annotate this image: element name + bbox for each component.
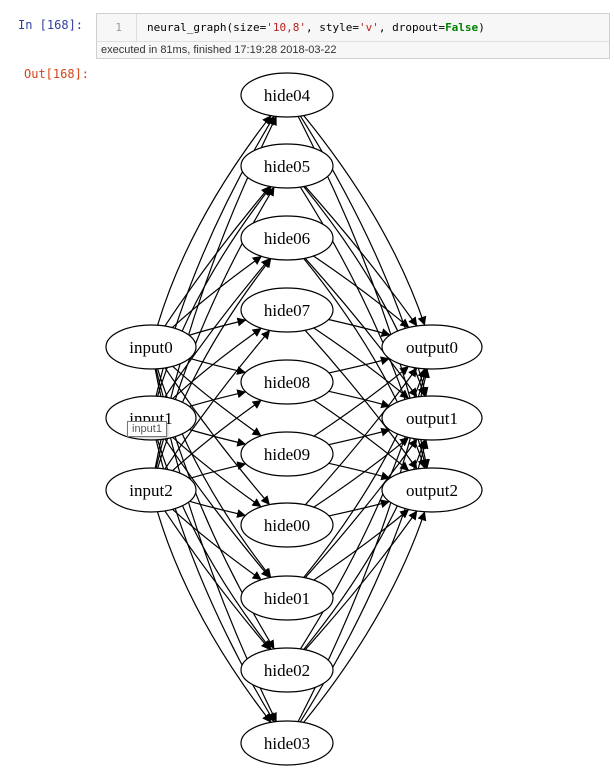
code-dropout-arg: False [445,21,479,34]
node-hide08-label: hide08 [264,373,310,392]
edge-hide01-output2 [313,509,410,581]
edge-input2-hide02 [164,510,271,650]
edge-input2-hide08 [172,399,262,472]
edge-input2-hide03 [156,511,272,723]
node-hide06-label: hide06 [264,229,310,248]
node-input2[interactable]: input2 [105,467,197,513]
node-hide05-shape [240,143,334,189]
edge-input1-hide06 [164,258,271,398]
edge-hide00-output2 [328,499,390,517]
code-close: ) [478,21,485,34]
node-output1-shape [381,395,483,441]
node-hide04-shape [240,72,334,118]
node-hide02[interactable]: hide02 [240,647,334,693]
execution-info: executed in 81ms, finished 17:19:28 2018… [101,44,337,56]
line-number: 1 [97,14,137,41]
edge-input0-hide05 [164,186,271,327]
edge-input2-hide07 [164,330,271,470]
output-prompt: Out[168]: [24,67,90,81]
node-hide09-label: hide09 [264,445,310,464]
edge-hide04-output0 [303,115,427,326]
node-hide01-shape [240,575,334,621]
edge-hide02-output2 [304,510,418,651]
edge-input1-hide09 [189,428,247,447]
node-hide04-label: hide04 [264,86,311,105]
node-output1[interactable]: output1 [381,395,483,441]
node-hide03[interactable]: hide03 [240,720,334,766]
edge-hide09-output0 [313,365,409,437]
edge-hide01-output0 [303,368,427,578]
edge-input1-hide02 [157,439,272,650]
edge-input1-hide05 [157,186,272,397]
node-hide07-shape [240,287,334,333]
node-input2-shape [105,467,197,513]
node-hide01-label: hide01 [264,589,310,608]
edge-input0-hide07 [188,317,247,336]
edge-input1-hide07 [172,327,262,400]
node-hide09-shape [240,431,334,477]
node-hide06-shape [240,215,334,261]
node-hide03-label: hide03 [264,734,310,753]
node-hide08-shape [240,359,334,405]
edge-hide09-output2 [328,462,391,481]
edge-input0-hide06 [171,255,262,329]
edge-hide08-output1 [328,390,391,409]
node-output2-shape [381,467,483,513]
node-output0-shape [381,324,483,370]
code-sep1: , style= [305,21,359,34]
node-hide02-label: hide02 [264,661,310,680]
node-hide09[interactable]: hide09 [240,431,334,477]
code-size-arg: '10,8' [266,21,306,34]
node-output0-label: output0 [406,338,458,357]
neural-network-graph: input0 input1 input2 hide04 hide05 hide06 hide… [105,72,483,766]
node-hide01[interactable]: hide01 [240,575,334,621]
code-style-arg: 'v' [358,21,379,34]
node-hide08[interactable]: hide08 [240,359,334,405]
node-hide00[interactable]: hide00 [240,502,334,548]
edge-input2-hide00 [189,500,247,518]
edge-hide03-output2 [303,511,427,723]
edge-input2-hide09 [189,461,247,480]
node-hide04[interactable]: hide04 [240,72,334,118]
edge-input2-hide01 [172,508,262,581]
edge-hide05-output0 [304,185,418,327]
edge-input0-hide08 [189,357,247,375]
code-line[interactable]: 1 neural_graph(size='10,8', style='v', d… [97,14,609,42]
node-hide02-shape [240,647,334,693]
node-input0[interactable]: input0 [105,324,197,370]
node-hide07-label: hide07 [264,301,311,320]
node-output2-label: output2 [406,481,458,500]
edge-hide08-output0 [328,356,390,374]
node-hide00-label: hide00 [264,516,310,535]
code-cell[interactable]: 1 neural_graph(size='10,8', style='v', d… [96,13,610,59]
edge-hide07-output0 [328,318,391,337]
code-sep2: , dropout= [378,21,446,34]
code-editor[interactable]: neural_graph(size='10,8', style='v', dro… [147,14,485,41]
node-hide05[interactable]: hide05 [240,143,334,189]
edge-hide00-output1 [313,436,409,508]
node-hide05-label: hide05 [264,157,310,176]
node-output1-label: output1 [406,409,458,428]
node-input0-label: input0 [129,338,172,357]
edge-hide06-output0 [313,255,410,328]
input-prompt: In [168]: [18,18,84,32]
node-hide00-shape [240,502,334,548]
node-tooltip: input1 [127,421,167,437]
node-hide06[interactable]: hide06 [240,215,334,261]
node-output0[interactable]: output0 [381,324,483,370]
node-hide03-shape [240,720,334,766]
node-input0-shape [105,324,197,370]
edge-input2-hide06 [157,258,272,469]
edge-hide00-output0 [304,367,418,506]
code-fn: neural_graph(size= [147,21,267,34]
edge-input0-hide04 [157,115,272,326]
node-input2-label: input2 [129,481,172,500]
node-output2[interactable]: output2 [381,467,483,513]
node-hide07[interactable]: hide07 [240,287,334,333]
